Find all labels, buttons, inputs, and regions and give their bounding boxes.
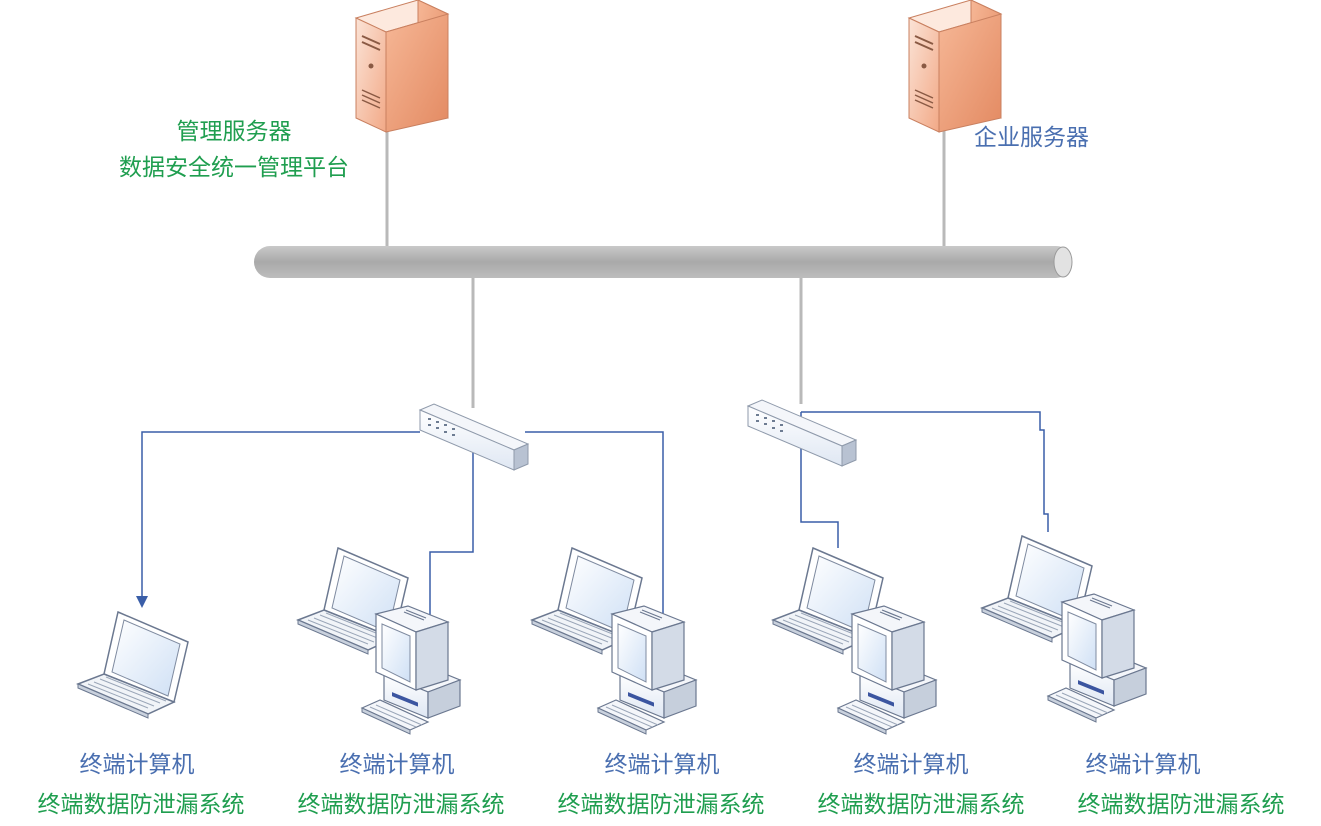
terminal-dlp-system-label: 终端数据防泄漏系统 bbox=[297, 792, 505, 818]
switch1-icon bbox=[419, 403, 529, 471]
desktop-pc-icon bbox=[361, 605, 461, 735]
backbone-bus bbox=[254, 246, 1073, 278]
switch2-icon bbox=[747, 399, 857, 467]
terminal-dlp-system-label: 终端数据防泄漏系统 bbox=[1077, 792, 1285, 818]
desktop-pc-icon bbox=[597, 605, 697, 735]
enterprise-server-label: 企业服务器 bbox=[974, 125, 1089, 151]
link-switch1-terminal3 bbox=[525, 431, 664, 620]
terminal-computer-label: 终端计算机 bbox=[853, 752, 969, 778]
laptop-icon bbox=[77, 611, 189, 719]
management-server-icon bbox=[355, 0, 449, 133]
arrow-head bbox=[136, 596, 148, 608]
terminal-computer-label: 终端计算机 bbox=[79, 752, 195, 778]
terminal-dlp-system-label: 终端数据防泄漏系统 bbox=[817, 792, 1025, 818]
terminal-computer-label: 终端计算机 bbox=[604, 752, 720, 778]
management-platform-label: 数据安全统一管理平台 bbox=[119, 155, 349, 181]
enterprise-server-icon bbox=[908, 0, 1002, 133]
terminal-dlp-system-label: 终端数据防泄漏系统 bbox=[557, 792, 765, 818]
link-switch2-terminal5 bbox=[801, 411, 1049, 532]
link-switch1-terminal2 bbox=[429, 431, 499, 620]
terminal-dlp-system-label: 终端数据防泄漏系统 bbox=[37, 792, 245, 818]
link-switch2-terminal4 bbox=[800, 412, 839, 548]
terminal-computer-label: 终端计算机 bbox=[339, 752, 455, 778]
link-switch1-laptop bbox=[141, 431, 420, 596]
desktop-pc-icon bbox=[837, 605, 937, 735]
terminal-computer-label: 终端计算机 bbox=[1085, 752, 1201, 778]
desktop-pc-icon bbox=[1047, 593, 1147, 723]
management-server-label: 管理服务器 bbox=[176, 119, 292, 145]
